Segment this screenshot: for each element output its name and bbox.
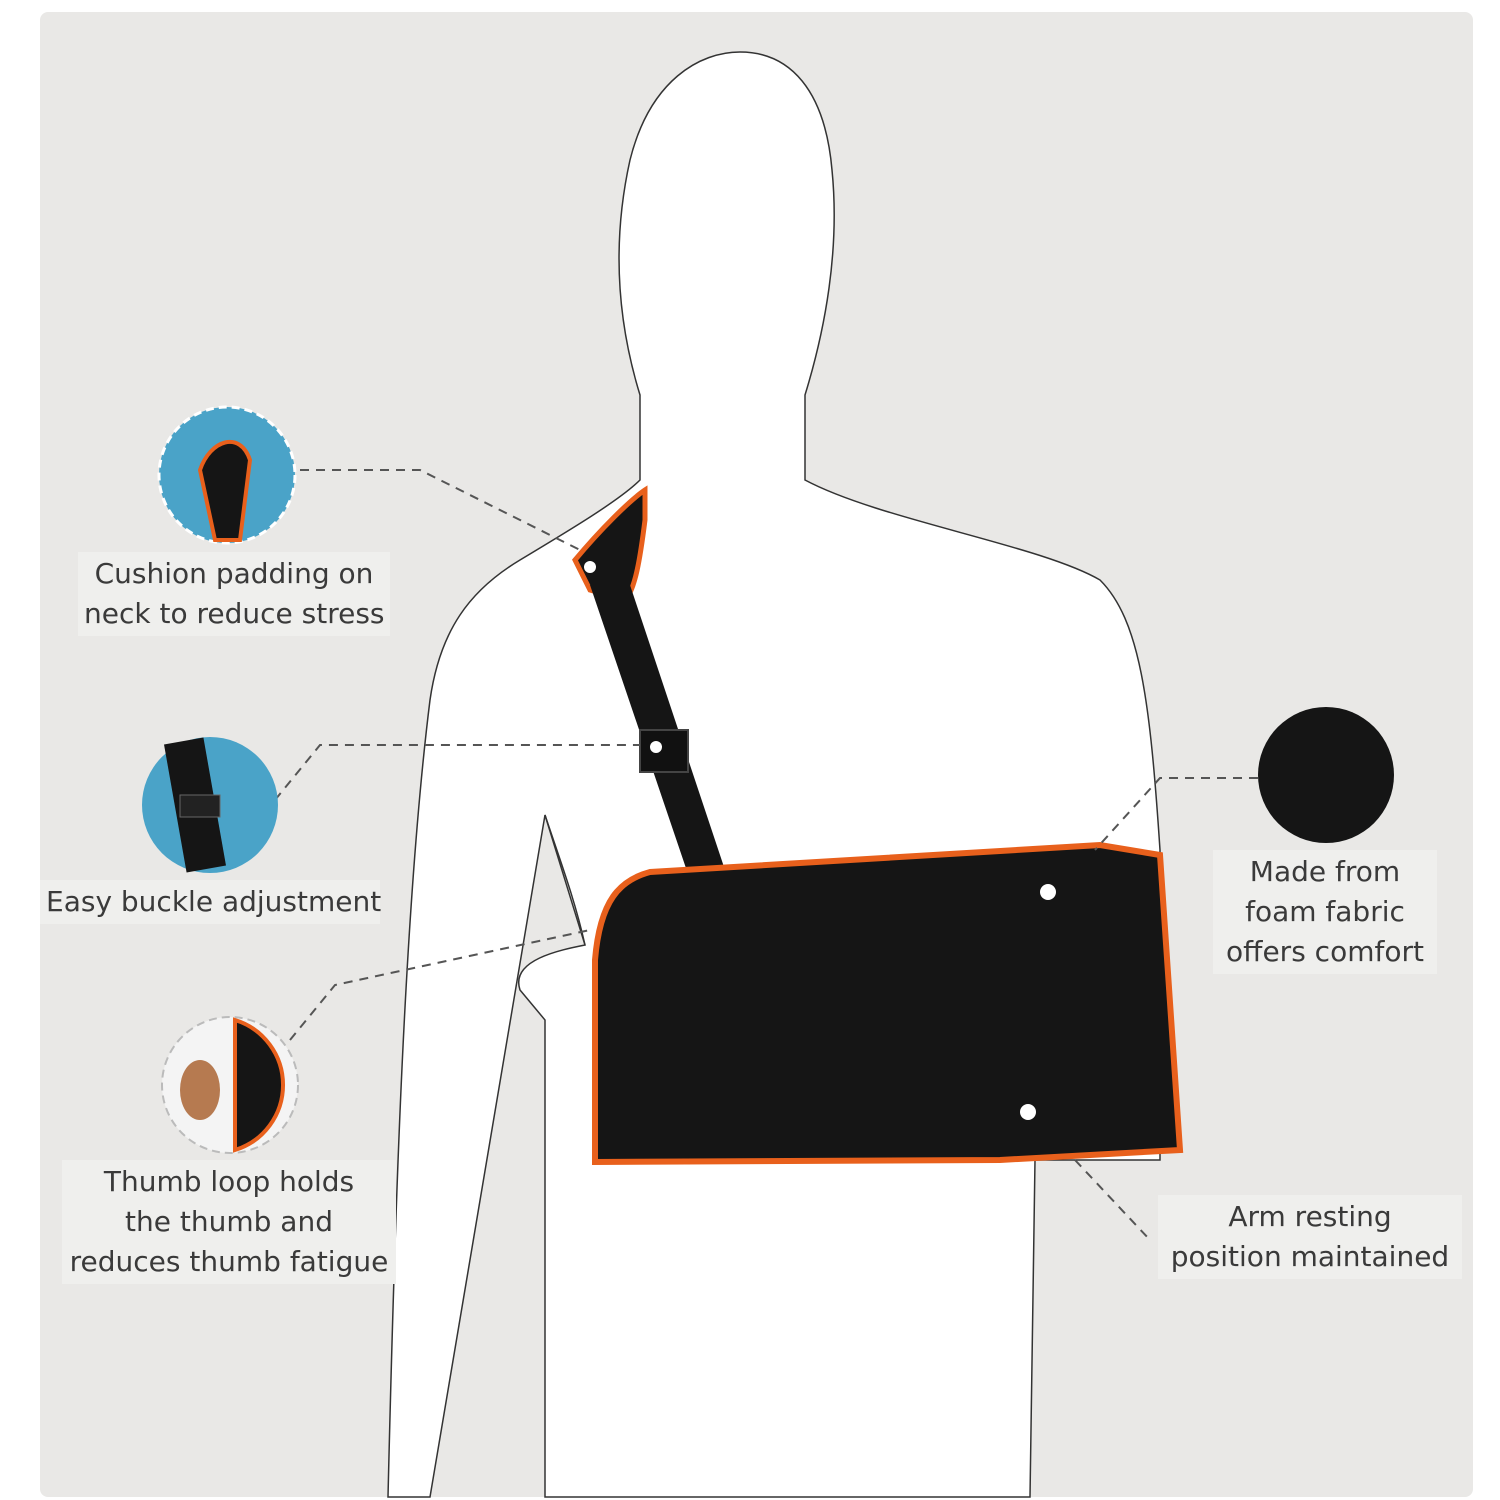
arm-line — [544, 814, 586, 946]
callout-text: reduces thumb fatigue — [69, 1245, 389, 1278]
thumb-loop-photo-icon — [161, 1016, 299, 1154]
callout-text: neck to reduce stress — [84, 597, 385, 630]
neck-padding-photo-icon — [157, 405, 297, 545]
callout-text: position maintained — [1170, 1240, 1450, 1273]
callout-text: foam fabric — [1245, 895, 1405, 928]
callout-neck-padding: Cushion padding on neck to reduce stress — [78, 552, 390, 636]
callout-text: the thumb and — [125, 1205, 333, 1238]
callout-text: Arm resting — [1228, 1200, 1392, 1233]
sling-pouch — [592, 841, 1184, 1166]
callout-buckle: Easy buckle adjustment — [40, 880, 382, 924]
callout-foam-fabric: Made from foam fabric offers comfort — [1213, 850, 1437, 974]
foam-fabric-swatch-icon — [1258, 707, 1394, 843]
buckle — [639, 729, 689, 773]
callout-text: Easy buckle adjustment — [46, 885, 382, 918]
callout-text: Made from — [1249, 855, 1401, 888]
body-silhouette — [387, 51, 1161, 1498]
callout-text: Thumb loop holds — [103, 1165, 355, 1198]
leader-lines — [274, 469, 1258, 1241]
callout-thumb-loop: Thumb loop holds the thumb and reduces t… — [62, 1160, 396, 1284]
buckle-photo-icon — [142, 737, 278, 873]
callout-text: offers comfort — [1226, 935, 1424, 968]
callout-text: Cushion padding on — [94, 557, 374, 590]
callout-arm-resting: Arm resting position maintained — [1158, 1195, 1462, 1279]
